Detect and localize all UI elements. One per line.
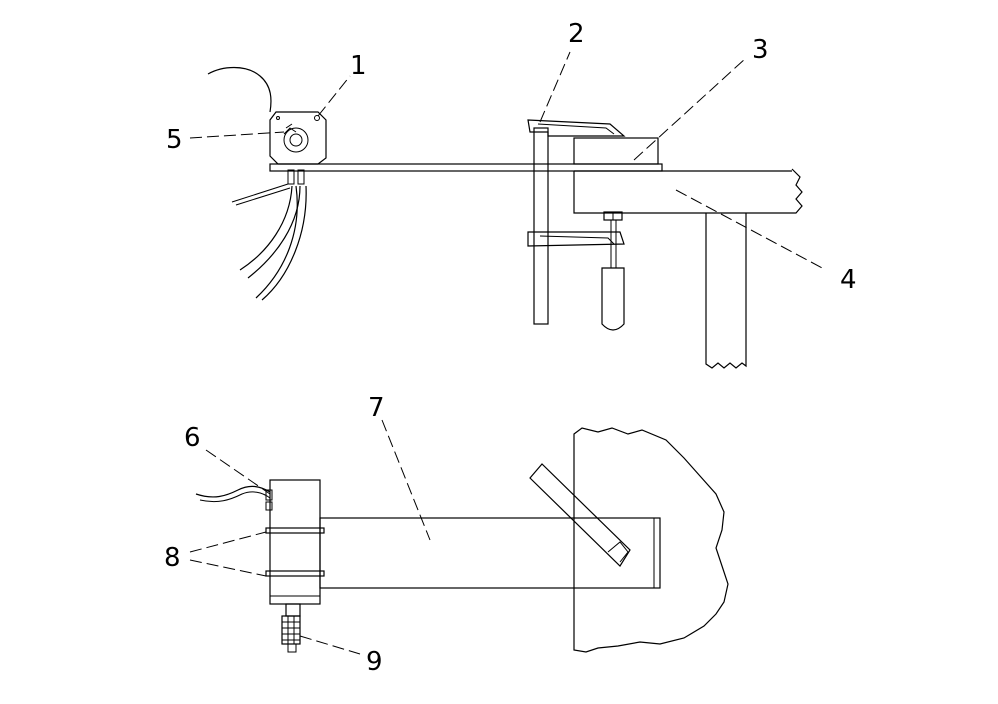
clamp — [527, 119, 626, 331]
bands — [265, 527, 325, 577]
label-5: 5 — [166, 125, 183, 155]
label-3: 3 — [752, 35, 769, 65]
block — [573, 137, 659, 165]
arm — [319, 517, 661, 589]
motor-body — [265, 479, 321, 605]
top-leaders — [189, 51, 827, 271]
label-7: 7 — [368, 393, 385, 423]
top-figure — [207, 66, 803, 369]
table-top — [573, 168, 803, 214]
label-2: 2 — [568, 19, 585, 49]
label-1: 1 — [350, 51, 367, 81]
plate — [269, 163, 663, 172]
label-4: 4 — [840, 265, 857, 295]
workpiece-outline — [573, 427, 729, 653]
label-9: 9 — [366, 647, 383, 677]
bottom-leaders — [189, 419, 431, 655]
connector — [281, 603, 301, 653]
table-leg — [705, 213, 747, 369]
motor-housing — [269, 111, 327, 165]
top-cable — [207, 66, 272, 113]
label-6: 6 — [184, 423, 201, 453]
cable-6 — [195, 485, 271, 498]
label-8: 8 — [164, 543, 181, 573]
bottom-figure — [195, 427, 729, 653]
hoses — [231, 169, 307, 301]
diagonal-tool — [529, 463, 631, 567]
